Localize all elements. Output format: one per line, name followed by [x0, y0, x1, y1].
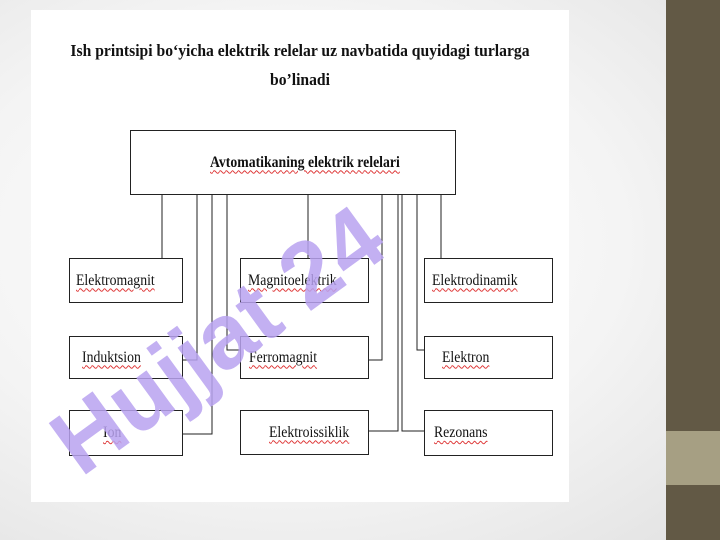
- box-ion: Ion: [69, 410, 183, 456]
- box-label: Elektromagnit: [76, 271, 155, 289]
- box-label: Rezonans: [434, 424, 488, 441]
- box-label: Ion: [103, 424, 122, 441]
- box-label: Ferromagnit: [249, 348, 318, 366]
- box-elektrodinamik: Elektrodinamik: [424, 258, 553, 303]
- box-label: Magnitoelektrik: [248, 271, 337, 289]
- sidebar-accent: [666, 431, 720, 485]
- box-elektromagnit: Elektromagnit: [69, 258, 183, 303]
- box-elektron: Elektron: [424, 336, 553, 379]
- box-ferromagnit: Ferromagnit: [240, 336, 369, 379]
- root-box: Avtomatikaning elektrik relelari: [130, 130, 456, 195]
- box-rezonans: Rezonans: [424, 410, 553, 456]
- slide-content: Ish printsipi bo‘yicha elektrik relelar …: [31, 10, 569, 502]
- box-magnitoelektrik: Magnitoelektrik: [240, 258, 369, 303]
- slide-title: Ish printsipi bo‘yicha elektrik relelar …: [70, 41, 530, 89]
- box-label: Induktsion: [82, 348, 141, 366]
- connector-lines: [161, 195, 442, 435]
- box-elektroissiklik: Elektroissiklik: [240, 410, 369, 455]
- box-label: Elektroissiklik: [269, 423, 350, 441]
- root-label: Avtomatikaning elektrik relelari: [210, 153, 400, 171]
- box-induktsion: Induktsion: [69, 336, 183, 379]
- box-label: Elektron: [442, 348, 490, 366]
- box-label: Elektrodinamik: [432, 271, 518, 289]
